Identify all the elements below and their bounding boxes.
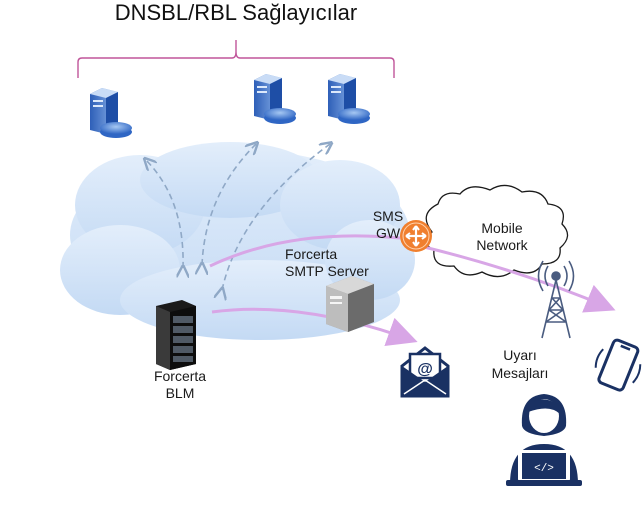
- smtp-server-icon: [326, 276, 374, 332]
- developer-user-icon: </>: [506, 394, 582, 486]
- dashed-link: [146, 160, 183, 268]
- router-icon: [400, 220, 432, 252]
- server-icon: [328, 74, 370, 124]
- server-icon: [254, 74, 296, 124]
- blm-label-line1: Forcerta: [153, 368, 207, 384]
- flow-arrow: [211, 307, 418, 347]
- smtp-server-label-line2: SMTP Server: [285, 263, 369, 279]
- email-icon: @: [400, 346, 450, 398]
- rack-server-icon: [156, 300, 196, 370]
- mobile-phone-icon: [594, 338, 642, 392]
- blm-label-line2: BLM: [165, 385, 195, 401]
- mobile-network-label-line1: Mobile: [481, 220, 523, 236]
- mobile-network-label-line2: Network: [476, 237, 528, 253]
- dashed-link: [202, 144, 256, 265]
- svg-text:@: @: [417, 361, 433, 378]
- diagram-title: DNSBL/RBL Sağlayıcılar: [114, 0, 358, 25]
- sms-gw-label-line1: SMS: [372, 208, 404, 224]
- flow-arrow: [419, 244, 616, 313]
- svg-text:</>: </>: [534, 463, 554, 475]
- smtp-server-label: Forcerta SMTP Server: [285, 246, 395, 280]
- flow-arrow: [209, 234, 401, 268]
- sms-gw-label-line2: GW: [375, 225, 401, 241]
- provider-brace: [77, 40, 395, 78]
- dashed-link: [222, 144, 330, 290]
- cell-tower-icon: [537, 260, 575, 339]
- blm-label: Forcerta BLM: [140, 368, 220, 402]
- alert-messages-label-line1: Uyarı: [503, 347, 537, 363]
- alert-messages-label-line2: Mesajları: [491, 365, 549, 381]
- alert-messages-label: Uyarı Mesajları: [480, 346, 560, 382]
- server-icon: [90, 88, 132, 138]
- mobile-network-cloud: [425, 184, 569, 278]
- smtp-server-label-line1: Forcerta: [285, 246, 338, 262]
- mobile-network-label: Mobile Network: [462, 220, 542, 254]
- sms-gw-label: SMS GW: [362, 208, 414, 242]
